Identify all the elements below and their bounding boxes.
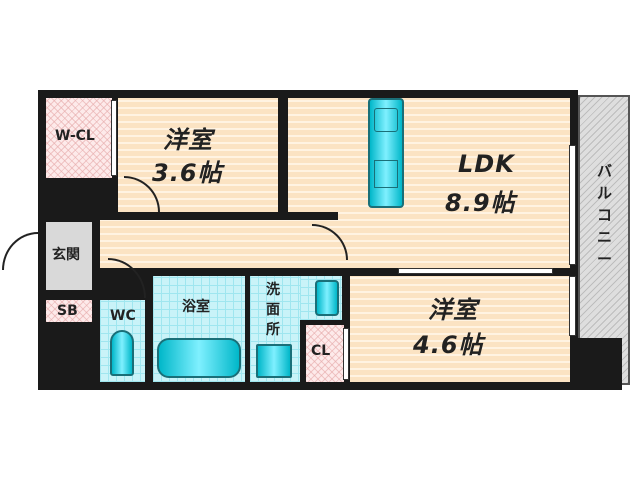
washroom-label: 洗面所 (266, 282, 280, 338)
wcl-label: W-CL (55, 128, 95, 144)
western-room-2 (350, 276, 570, 382)
entrance-door[interactable] (2, 232, 38, 270)
window-western-2 (569, 276, 576, 336)
bath-label: 浴室 (182, 299, 210, 315)
stove-icon (374, 108, 398, 132)
washbasin (315, 280, 339, 316)
cl-label: CL (311, 343, 331, 359)
western-1-size: 3.6帖 (152, 159, 223, 187)
western-2-size: 4.6帖 (413, 331, 484, 359)
washing-machine-pan (256, 344, 292, 378)
closet-door-wcl[interactable] (111, 100, 117, 176)
sb-label: SB (57, 303, 78, 319)
corner-block (570, 338, 622, 390)
balcony-label: バルコニー (597, 162, 613, 268)
entrance (46, 222, 92, 290)
entrance-label: 玄関 (52, 247, 80, 263)
window-ldk (569, 145, 576, 265)
bathtub (157, 338, 241, 378)
walk-in-closet (46, 98, 112, 178)
western-2-name: 洋室 (428, 296, 478, 324)
hallway (100, 220, 310, 268)
partition-wall (288, 212, 338, 220)
toilet (110, 330, 134, 376)
shoe-box (46, 300, 92, 322)
western-1-name: 洋室 (163, 126, 213, 154)
ldk-lower (300, 220, 570, 268)
sink-icon (374, 160, 398, 188)
closet (306, 325, 344, 382)
balcony (578, 95, 630, 385)
ldk-name: LDK (458, 150, 515, 178)
wc-label: WC (110, 308, 136, 324)
ldk-size: 8.9帖 (445, 189, 516, 217)
closet-door-cl[interactable] (343, 328, 349, 380)
sliding-door-western-2[interactable] (398, 268, 553, 274)
